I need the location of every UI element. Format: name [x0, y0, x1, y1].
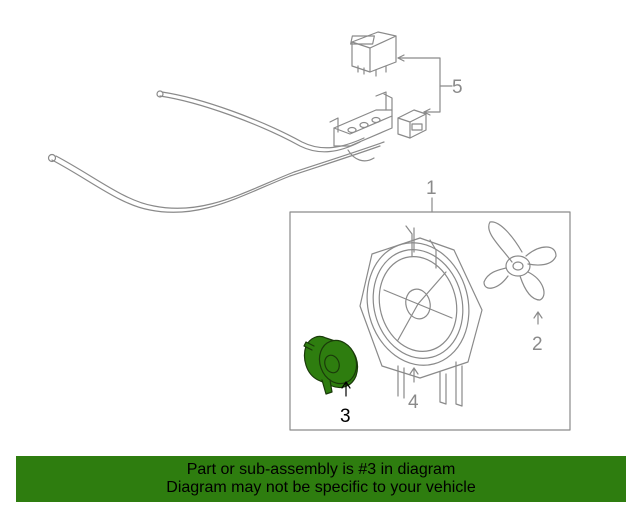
harness-bracket — [329, 91, 393, 147]
assembly-frame — [289, 211, 571, 431]
fan-blade-part — [483, 221, 557, 301]
fan-motor-part — [303, 335, 359, 395]
callout-2-leader — [533, 311, 543, 325]
harness-connector — [397, 109, 427, 139]
info-banner: Part or sub-assembly is #3 in diagram Di… — [16, 456, 626, 502]
banner-line-2: Diagram may not be specific to your vehi… — [166, 479, 476, 496]
relay-part — [350, 31, 397, 77]
callout-1: 1 — [426, 178, 437, 199]
callout-3-leader — [341, 381, 351, 397]
fan-shroud-part — [359, 225, 483, 407]
banner-line-1: Part or sub-assembly is #3 in diagram — [186, 461, 456, 478]
callout-4-leader — [409, 367, 419, 383]
callout-2: 2 — [532, 334, 543, 355]
callout-5-leader — [397, 54, 453, 116]
callout-3: 3 — [340, 406, 351, 427]
callout-4: 4 — [408, 392, 419, 413]
parts-diagram: 1 2 3 4 5 — [47, 31, 571, 431]
callout-5: 5 — [452, 77, 463, 98]
wiring-harness — [47, 90, 385, 213]
